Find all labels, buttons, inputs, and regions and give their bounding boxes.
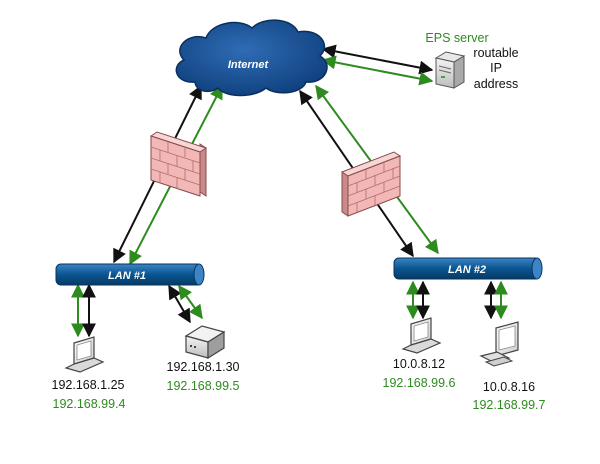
internet-cloud: Internet	[175, 19, 328, 97]
lan2-bar: LAN #2	[393, 257, 543, 280]
lan2-label: LAN #2	[448, 264, 486, 276]
router-side	[207, 330, 225, 360]
lan1-label: LAN #1	[108, 270, 146, 282]
lan1-pipe-end	[193, 263, 205, 286]
link-internet-eps-green	[321, 55, 434, 86]
host-desktop: 10.0.8.16 192.168.99.7	[473, 321, 546, 412]
host-laptop-1: 192.168.1.25 192.168.99.4	[52, 336, 126, 411]
host-2-ip: 192.168.1.30	[167, 360, 240, 374]
lan2-pipe-end	[531, 257, 543, 280]
server-icon	[435, 57, 455, 89]
link-lan1-host2-green	[178, 284, 203, 320]
cloud-icon	[175, 19, 328, 97]
server-side	[453, 55, 465, 89]
link-internet-eps-black	[321, 44, 434, 75]
eps-server-desc-line1: routable	[473, 46, 518, 60]
host-1-virtual-ip: 192.168.99.4	[53, 397, 126, 411]
eps-server-title: EPS server	[425, 31, 488, 45]
host-laptop-3: 10.0.8.12 192.168.99.6	[383, 317, 456, 390]
laptop-base	[401, 338, 442, 354]
host-4-ip: 10.0.8.16	[483, 380, 535, 394]
host-3-ip: 10.0.8.12	[393, 357, 445, 371]
host-2-virtual-ip: 192.168.99.5	[167, 379, 240, 393]
lan1-bar: LAN #1	[55, 263, 205, 286]
host-3-virtual-ip: 192.168.99.6	[383, 376, 456, 390]
eps-server: EPS server routable IP address	[425, 31, 518, 91]
firewall-right-side	[341, 171, 349, 217]
host-router: 192.168.1.30 192.168.99.5	[167, 325, 240, 393]
internet-label: Internet	[228, 59, 270, 71]
link-lan1-host2-black	[168, 284, 191, 324]
laptop-base	[64, 357, 105, 373]
eps-server-desc-line2: IP	[490, 61, 502, 75]
host-1-ip: 192.168.1.25	[52, 378, 125, 392]
keyboard-icon	[484, 356, 514, 367]
firewall-left	[149, 131, 208, 197]
firewall-right	[340, 151, 402, 217]
eps-server-desc-line3: address	[474, 77, 518, 91]
host-4-virtual-ip: 192.168.99.7	[473, 398, 546, 412]
